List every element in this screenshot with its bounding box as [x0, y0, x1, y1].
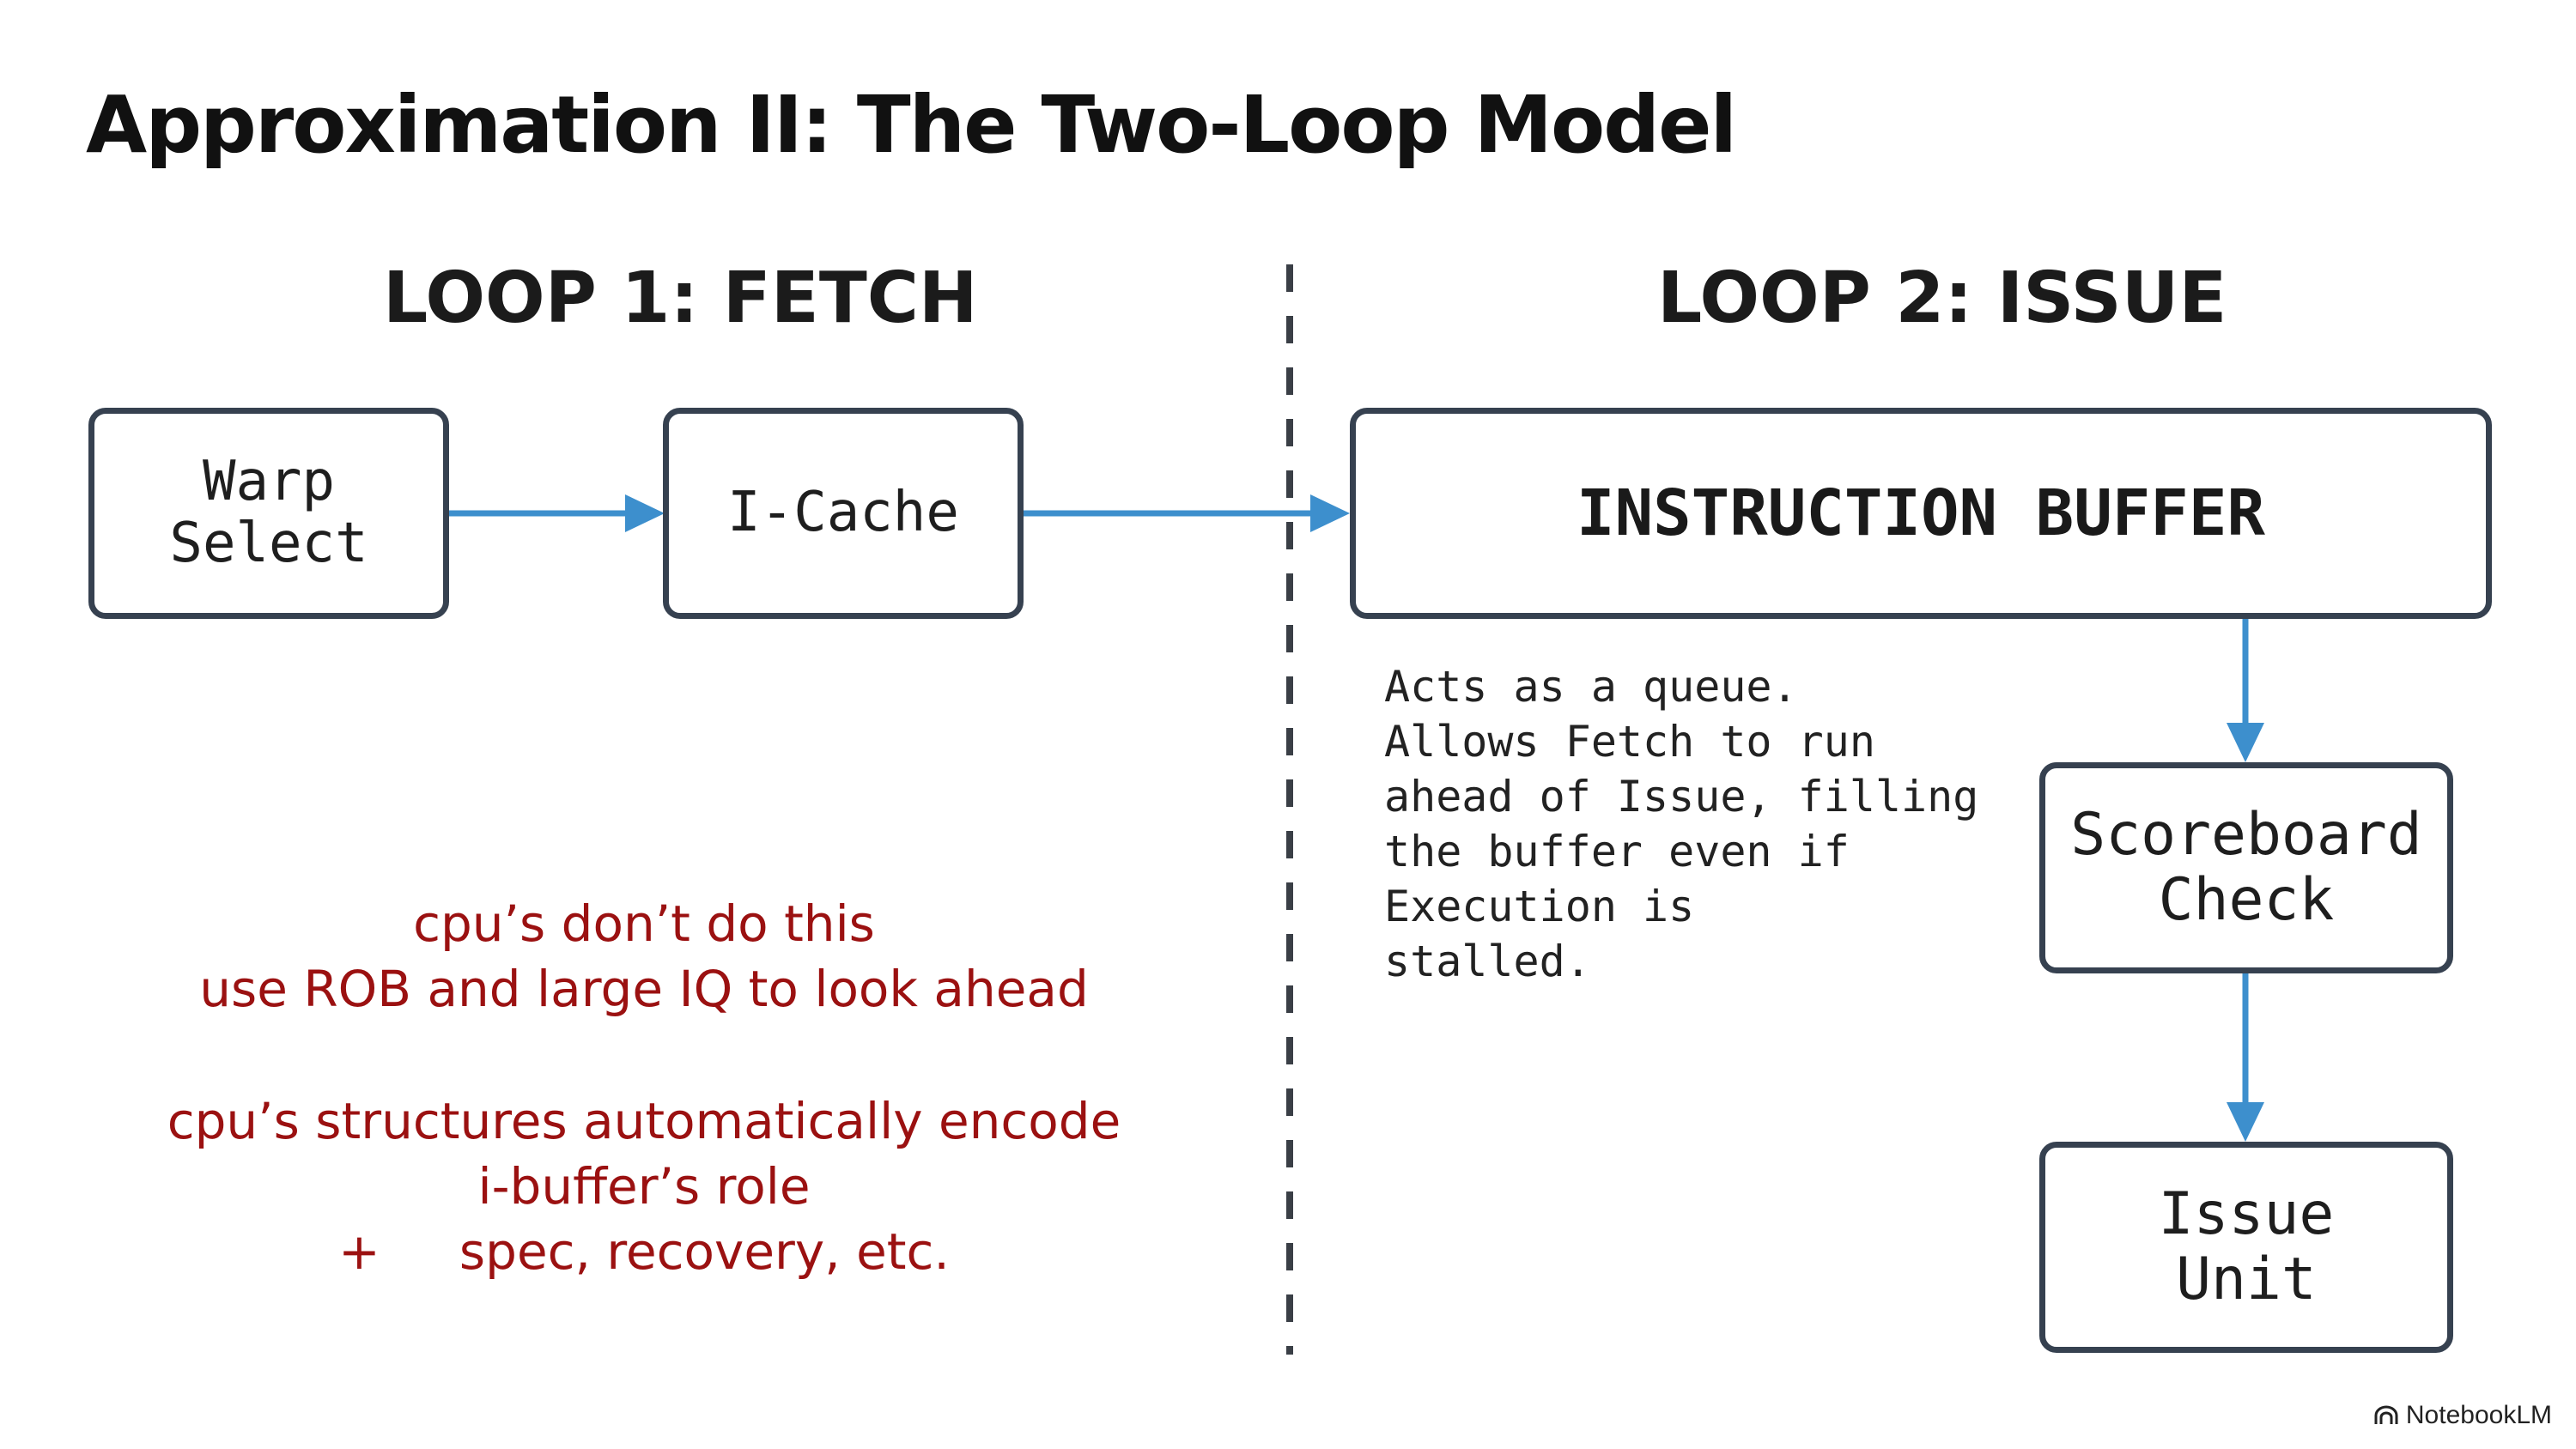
icache-label: I-Cache — [727, 481, 959, 545]
annotation-line-5: + spec, recovery, etc. — [338, 1222, 950, 1281]
slide-title: Approximation II: The Two-Loop Model — [86, 79, 1737, 171]
annotation-line-4: i-buffer’s role — [477, 1157, 811, 1216]
issue-unit-block: Issue Unit — [2039, 1142, 2453, 1353]
arrow-scoreboard-to-issue — [2227, 972, 2264, 1142]
notebooklm-logo-icon — [2374, 1405, 2398, 1424]
warp-select-block: Warp Select — [88, 408, 449, 619]
annotation-line-3: cpu’s structures automatically encode — [167, 1092, 1121, 1150]
brand-label: NotebookLM — [2405, 1401, 2552, 1429]
scoreboard-check-label: Scoreboard Check — [2070, 800, 2422, 934]
warp-select-label: Warp Select — [169, 450, 368, 575]
arrow-icache-to-buffer — [1022, 494, 1350, 532]
loop-issue-heading: LOOP 2: ISSUE — [1657, 258, 2227, 339]
annotation-line-1: cpu’s don’t do this — [413, 894, 875, 953]
arrow-buffer-to-scoreboard — [2227, 618, 2264, 762]
notebooklm-brand: NotebookLM — [2373, 1401, 2552, 1430]
instruction-buffer-block: INSTRUCTION BUFFER — [1350, 408, 2492, 619]
arrow-warp-to-icache — [448, 494, 665, 532]
issue-unit-label: Issue Unit — [2158, 1179, 2335, 1313]
icache-block: I-Cache — [663, 408, 1024, 619]
annotation-line-2: use ROB and large IQ to look ahead — [199, 960, 1089, 1018]
instruction-buffer-label: INSTRUCTION BUFFER — [1577, 476, 2265, 550]
loop-fetch-heading: LOOP 1: FETCH — [383, 258, 978, 339]
loop-divider — [1286, 264, 1293, 1355]
buffer-note: Acts as a queue. Allows Fetch to run ahe… — [1384, 662, 1979, 986]
scoreboard-check-block: Scoreboard Check — [2039, 762, 2453, 973]
